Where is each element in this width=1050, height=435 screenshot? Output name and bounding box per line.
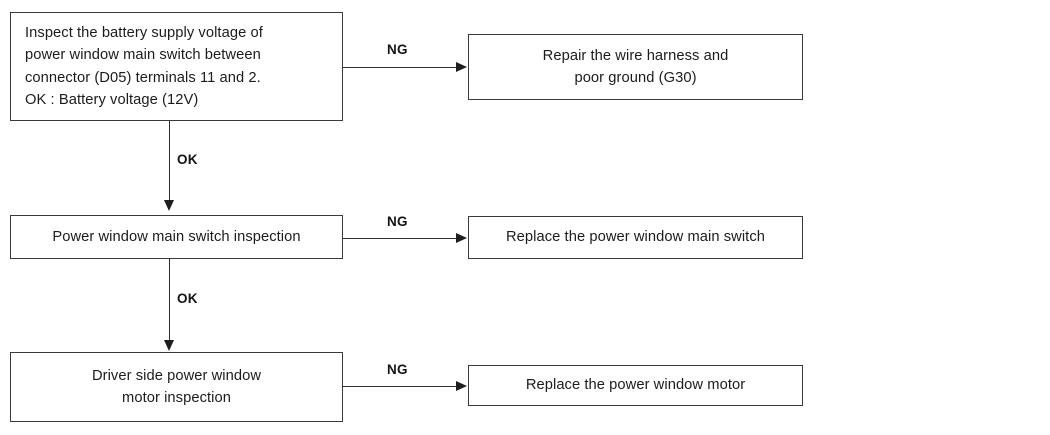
- node-inspect-battery-voltage: Inspect the battery supply voltage of po…: [10, 12, 343, 121]
- node-replace-power-window-motor: Replace the power window motor: [468, 365, 803, 406]
- edge-ok-1-arrowhead-icon: [163, 200, 174, 211]
- node-replace-power-window-motor-text: Replace the power window motor: [525, 377, 746, 394]
- edge-ok-1-line: [169, 121, 170, 201]
- edge-ng-1-line: [343, 67, 457, 68]
- edge-ok-2-line: [169, 259, 170, 341]
- node-inspect-battery-voltage-text: Inspect the battery supply voltage of po…: [25, 24, 263, 108]
- edge-ok-2-arrowhead-icon: [163, 340, 174, 351]
- node-driver-side-power-window-motor-inspection-text: Driver side power window motor inspectio…: [91, 367, 262, 406]
- edge-label-ng-2: NG: [387, 214, 408, 229]
- node-driver-side-power-window-motor-inspection: Driver side power window motor inspectio…: [10, 352, 343, 422]
- edge-ng-2-line: [343, 238, 457, 239]
- node-repair-wire-harness: Repair the wire harness and poor ground …: [468, 34, 803, 100]
- node-power-window-main-switch-inspection: Power window main switch inspection: [10, 215, 343, 259]
- edge-label-ok-2: OK: [177, 291, 198, 306]
- edge-ng-2-arrowhead-icon: [456, 232, 467, 243]
- node-power-window-main-switch-inspection-text: Power window main switch inspection: [52, 228, 301, 245]
- edge-ng-3-arrowhead-icon: [456, 380, 467, 391]
- node-replace-power-window-main-switch: Replace the power window main switch: [468, 216, 803, 259]
- edge-label-ng-3: NG: [387, 362, 408, 377]
- node-repair-wire-harness-text: Repair the wire harness and poor ground …: [542, 47, 729, 86]
- node-replace-power-window-main-switch-text: Replace the power window main switch: [506, 229, 765, 246]
- edge-ng-3-line: [343, 386, 457, 387]
- edge-ng-1-arrowhead-icon: [456, 61, 467, 72]
- edge-label-ok-1: OK: [177, 152, 198, 167]
- edge-label-ng-1: NG: [387, 42, 408, 57]
